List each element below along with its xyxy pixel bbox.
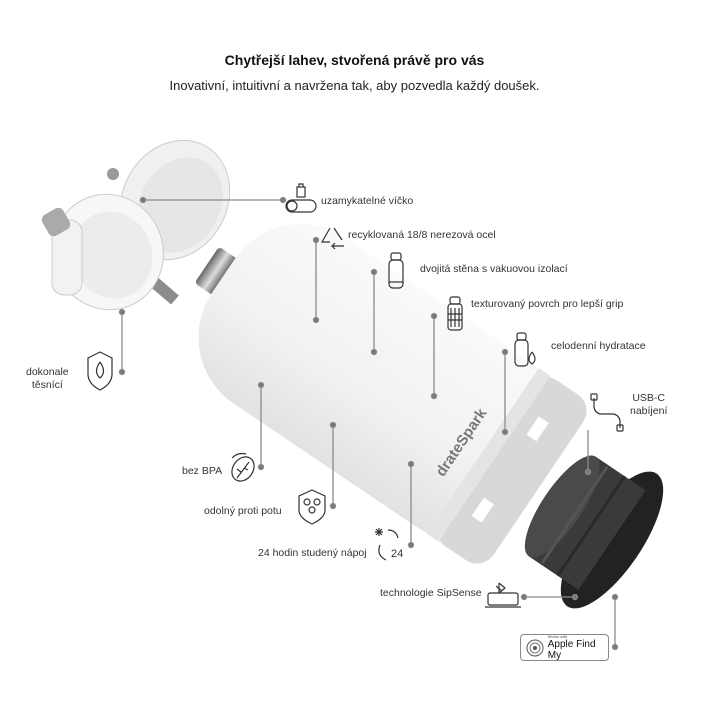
sweat-shield-icon [298,489,326,525]
hydration-bottle-icon [514,332,536,367]
feature-usbc-line1: USB-C [632,392,666,404]
feature-sipsense: technologie SipSense [380,587,482,599]
cold-icon-number: 24 [391,548,403,560]
usb-c-cable-icon [590,393,624,432]
shield-drop-icon [87,351,113,391]
leaf-icon [231,452,255,482]
textured-bottle-icon [447,296,463,331]
feature-recycled-steel: recyklovaná 18/8 nerezová ocel [348,229,496,241]
page-subtitle: Inovativní, intuitivní a navržena tak, a… [169,78,540,93]
feature-seal-line2: těsnící [31,379,63,391]
page-title: Chytřejší lahev, stvořená právě pro vás [224,52,485,68]
apple-find-my-badge: Works with Apple Find My [520,634,609,661]
snowflake-24h-icon [375,528,399,561]
charging-cap [524,455,664,609]
bottle: drateSpark [196,224,587,564]
bottle-neck-ring [196,248,241,298]
feature-seal: dokonale těsnící [26,366,69,392]
callout-lines [118,196,619,651]
double-wall-bottle-icon [388,252,404,289]
feature-usbc: USB-C nabíjení [630,392,667,418]
feature-usbc-line2: nabíjení [630,405,668,417]
recycle-icon [320,227,344,250]
badge-small-text: Works with [547,634,568,639]
feature-bpa-free: bez BPA [182,465,223,477]
feature-cold-24h: 24 hodin studený nápoj [258,547,367,559]
feature-seal-line1: dokonale [26,366,69,378]
find-my-icon [526,639,544,656]
badge-title: Apple Find My [547,639,596,661]
feature-hydration: celodenní hydratace [551,340,646,352]
feature-lock-lid: uzamykatelné víčko [321,195,414,207]
feature-sweat-proof: odolný proti potu [204,505,282,517]
feature-textured: texturovaný povrch pro lepší grip [471,298,624,310]
sipsense-bluetooth-icon [485,582,521,608]
lock-lid-icon [285,183,317,213]
feature-double-wall: dvojitá stěna s vakuovou izolací [420,263,568,275]
